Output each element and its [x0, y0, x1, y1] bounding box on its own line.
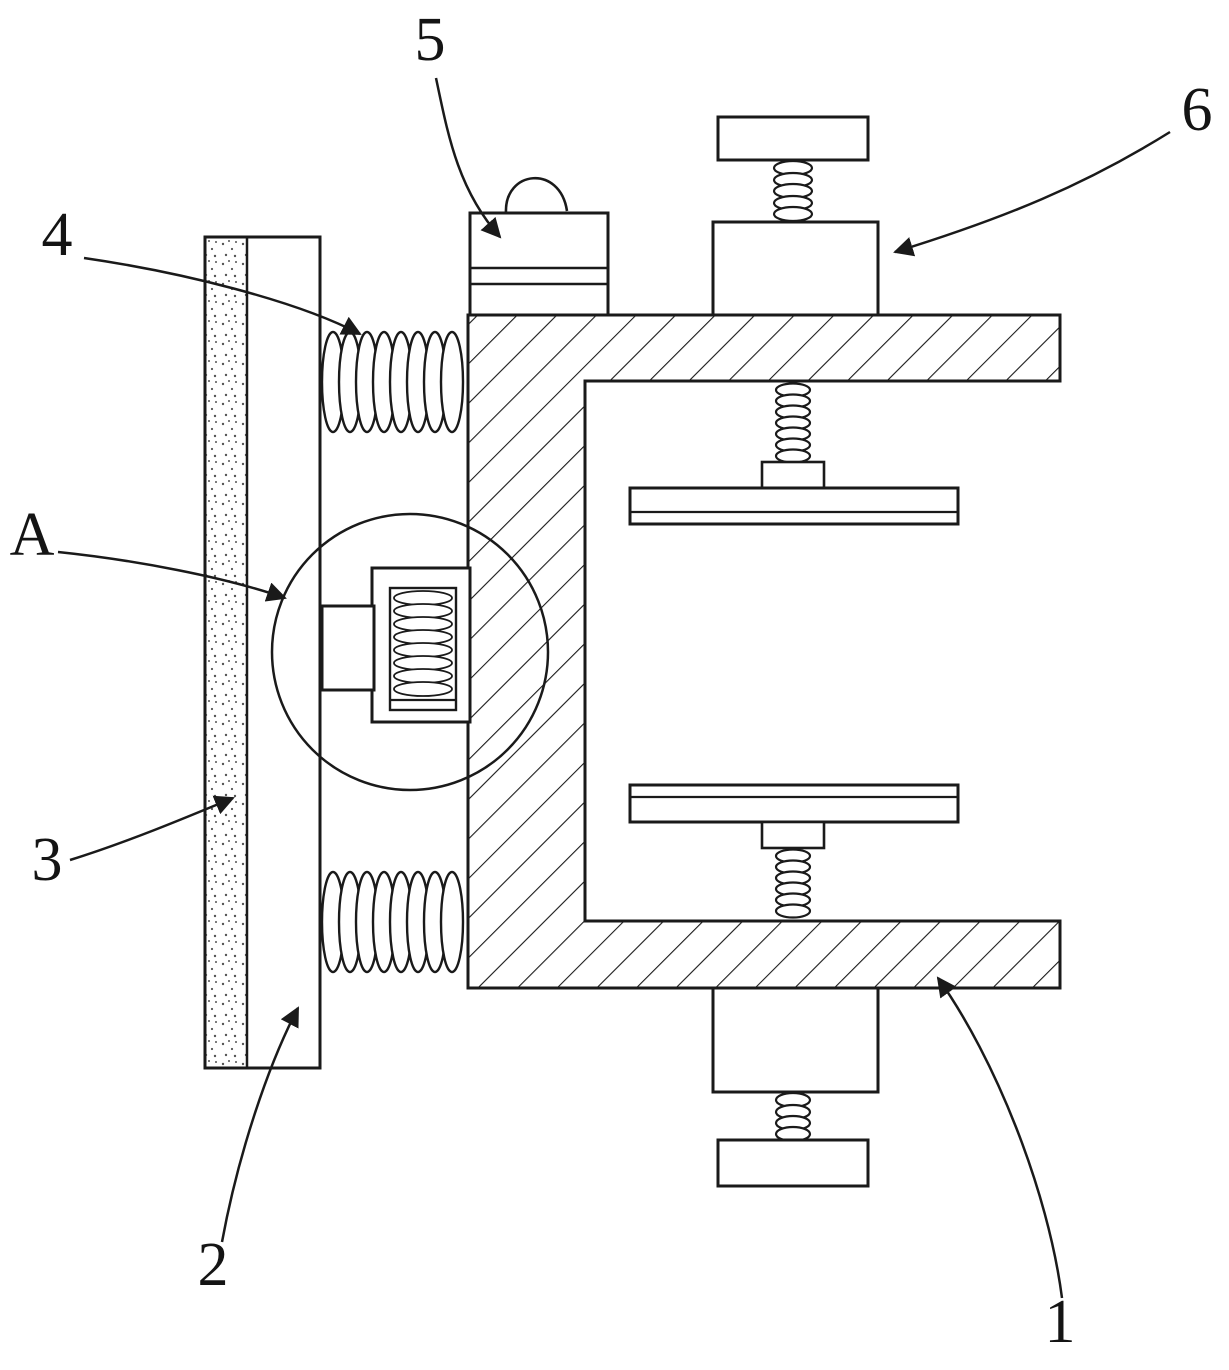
bottom-screw-block: [711, 986, 880, 1094]
upper-press-flange: [760, 460, 826, 490]
label-1: 1: [1045, 1288, 1076, 1356]
buffer-box-body: [468, 211, 610, 317]
lower-press-assembly: [628, 783, 960, 919]
leader-1: [936, 976, 1064, 1299]
label-3: 3: [32, 826, 63, 894]
c-bracket: [466, 313, 1062, 990]
bottom-screw-cap: [716, 1138, 870, 1188]
label-6: 6: [1182, 76, 1213, 144]
lower-press-flange: [760, 820, 826, 850]
wall-plate: [203, 235, 322, 1070]
detail-circle-A: [270, 512, 550, 792]
top-screw-cap: [716, 115, 870, 162]
upper-press-thread: [774, 382, 812, 464]
lower-press-thread: [774, 848, 812, 919]
top-screw-thread: [772, 159, 814, 223]
leader-A: [57, 550, 287, 602]
bottom-clamp-screw: [711, 986, 880, 1188]
lower-press-plate: [628, 783, 960, 824]
latch-tab: [320, 604, 376, 692]
stippled-layer: [203, 235, 249, 1070]
c-bracket-body: [466, 313, 1062, 990]
label-2: 2: [198, 1231, 229, 1299]
leader-3: [69, 795, 235, 862]
lift-ring: [504, 176, 569, 214]
leader-4: [83, 256, 362, 336]
top-clamp-screw: [711, 115, 880, 317]
label-5: 5: [415, 6, 446, 74]
latch-spring: [393, 590, 453, 697]
label-4: 4: [42, 201, 73, 269]
top-buffer-box: [468, 176, 610, 317]
lower-spring: [320, 870, 465, 974]
leader-5: [434, 77, 502, 239]
label-A: A: [10, 501, 55, 569]
latch-mechanism: [320, 566, 472, 724]
upper-spring: [320, 330, 465, 434]
upper-press-plate: [628, 486, 960, 526]
top-screw-block: [711, 220, 880, 317]
leader-lines: [57, 77, 1171, 1299]
upper-press-assembly: [628, 382, 960, 526]
bottom-screw-thread: [774, 1091, 812, 1143]
leader-6: [893, 130, 1171, 257]
reference-labels: 5 6 4 A 3 2 1: [10, 6, 1213, 1356]
leader-2: [220, 1006, 300, 1243]
